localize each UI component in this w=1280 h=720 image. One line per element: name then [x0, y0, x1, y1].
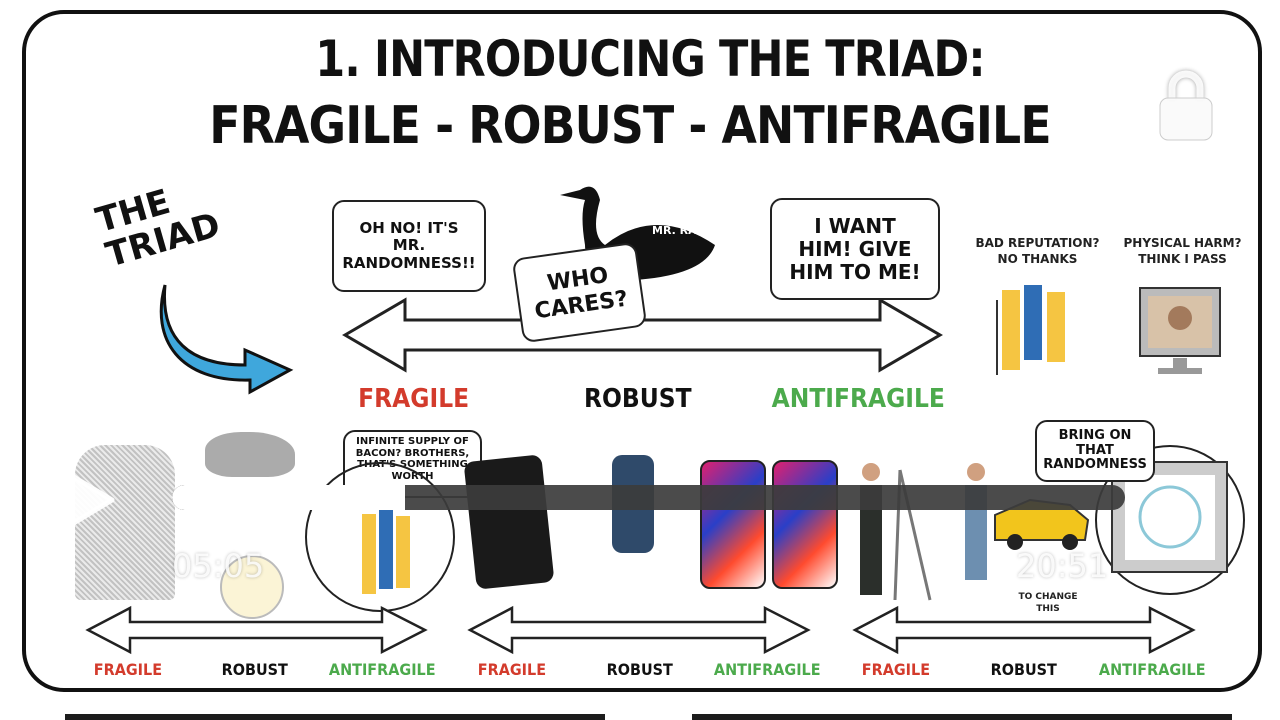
duration: 20:51: [1016, 547, 1109, 585]
next-video-thumbnail-2[interactable]: [692, 714, 1232, 720]
statue-illustration: [75, 445, 175, 600]
bottom-label-antifragile-1: ANTIFRAGILE: [328, 660, 436, 679]
bottom-label-fragile-2: FRAGILE: [477, 660, 547, 679]
label-fragile: FRAGILE: [358, 384, 470, 414]
slide-title-line2: FRAGILE - ROBUST - ANTIFRAGILE: [209, 96, 1051, 156]
play-button[interactable]: [68, 472, 116, 532]
bottom-label-robust-1: ROBUST: [221, 660, 288, 679]
bottom-arrow-2: [467, 605, 811, 655]
speech-bubble-randomness: BRING ON THAT RANDOMNESS: [1035, 420, 1155, 482]
man-ladder-illustration: [845, 460, 935, 605]
caption-reputation: BAD REPUTATION? NO THANKS: [975, 236, 1100, 266]
speech-bubble-fragile: OH NO! IT'S MR. RANDOMNESS!!: [332, 200, 486, 292]
progress-bar-fill: [172, 485, 405, 510]
broken-phone-illustration: [463, 454, 555, 590]
bottom-arrow-1: [85, 605, 428, 655]
speech-bubble-antifragile: I WANT HIM! GIVE HIM TO ME!: [770, 198, 940, 300]
bottom-label-robust-3: ROBUST: [990, 660, 1057, 679]
monitor-illustration: [1138, 286, 1223, 381]
soldiers-illustration: [992, 280, 1077, 375]
blue-arrow-icon: [150, 270, 300, 399]
bottom-label-antifragile-2: ANTIFRAGILE: [713, 660, 821, 679]
lock-icon[interactable]: [1158, 66, 1214, 142]
bottom-arrows: [85, 605, 1196, 655]
current-time: 05:05: [172, 547, 265, 585]
whiteboard-frame: [22, 10, 1262, 692]
label-antifragile: ANTIFRAGILE: [771, 384, 945, 414]
bottom-label-fragile-3: FRAGILE: [861, 660, 931, 679]
soldiers-circle-illustration: [305, 462, 455, 612]
bottom-label-robust-2: ROBUST: [606, 660, 673, 679]
bottom-label-fragile-1: FRAGILE: [93, 660, 163, 679]
swan-label: MR. RANDOMNESS: [652, 224, 768, 237]
next-video-thumbnail-1[interactable]: [65, 714, 605, 720]
bottom-label-antifragile-3: ANTIFRAGILE: [1098, 660, 1206, 679]
progress-bar[interactable]: [172, 485, 1125, 510]
slide-title-line1: 1. INTRODUCING THE TRIAD:: [315, 30, 985, 88]
caption-harm: PHYSICAL HARM? THINK I PASS: [1123, 236, 1242, 266]
caption-change: TO CHANGE THIS: [1018, 592, 1078, 614]
monitor-bear-illustration: [1095, 445, 1245, 595]
label-robust: ROBUST: [583, 384, 692, 414]
bottom-arrow-3: [852, 605, 1196, 655]
iphones-illustration: [700, 455, 840, 590]
play-icon: [69, 473, 115, 527]
bacon-plate-illustration: [220, 555, 284, 619]
speech-bubble-robust: WHO CARES?: [511, 241, 648, 344]
main-double-arrow: [342, 297, 943, 373]
boar-illustration: [205, 432, 295, 477]
